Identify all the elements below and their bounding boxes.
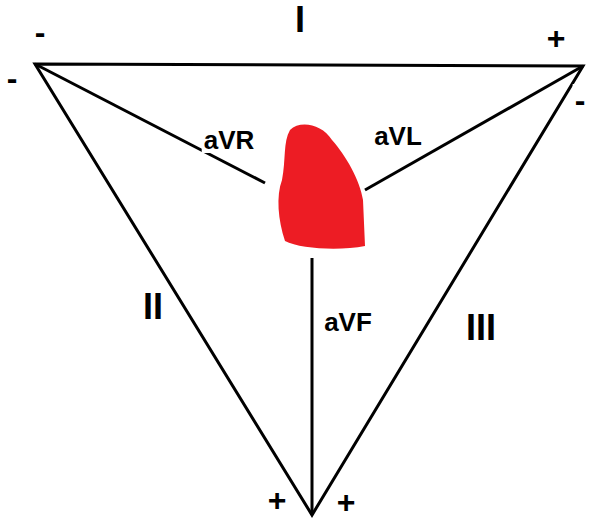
polarity-sign: - <box>573 84 588 116</box>
avl-lead-line <box>365 66 583 190</box>
avf-lead-line <box>311 258 314 515</box>
polarity-sign: + <box>266 484 289 516</box>
limb-lead-triangle <box>35 64 583 515</box>
polarity-sign: + <box>335 486 358 518</box>
avr-lead-line <box>35 64 265 183</box>
polarity-sign: + <box>545 22 568 54</box>
polarity-sign: - <box>5 62 20 94</box>
lead-name: II <box>141 289 165 325</box>
lead-name: aVL <box>372 123 424 149</box>
lead-name: III <box>464 310 498 346</box>
lead-name: aVF <box>322 309 374 335</box>
polarity-sign: - <box>33 16 48 48</box>
lead-name: I <box>293 2 307 38</box>
heart-shape <box>278 125 365 249</box>
lead-name: aVR <box>202 127 257 153</box>
